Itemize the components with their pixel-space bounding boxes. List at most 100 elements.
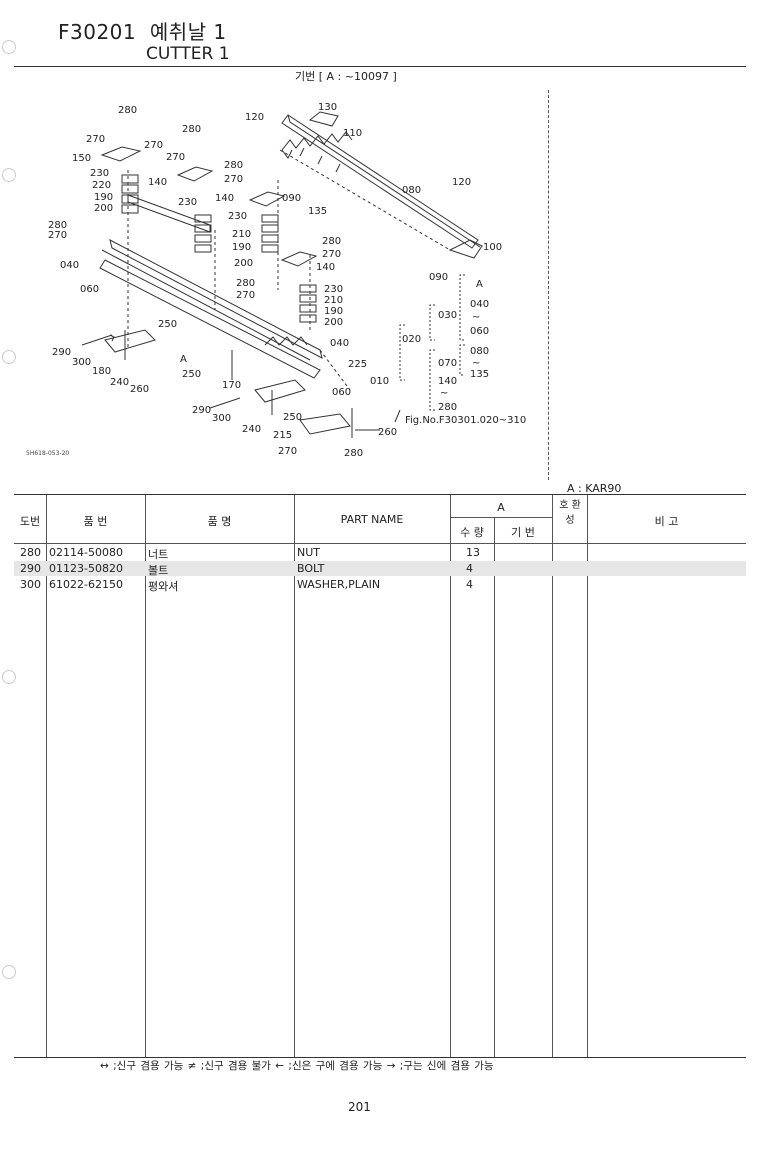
- callout: 190: [232, 242, 251, 253]
- callout: 260: [378, 427, 397, 438]
- cutter-bar-lower: [99, 259, 321, 379]
- callout: 140: [316, 262, 335, 273]
- callout: 040: [330, 338, 349, 349]
- callout: 090: [282, 193, 301, 204]
- col-divider: [450, 495, 451, 1057]
- callout: 270: [224, 174, 243, 185]
- compatibility-legend: ↔ ;신구 겸용 가능 ≠ ;신구 겸용 불가 ← ;신은 구에 겸용 가능 →…: [100, 1060, 494, 1072]
- callout: 090: [429, 272, 448, 283]
- model-legend: A : KAR90: [567, 482, 622, 495]
- tree-280: 280: [438, 402, 457, 413]
- row-no: 280: [20, 546, 41, 559]
- header-remarks: 비 고: [654, 515, 679, 528]
- callout: 200: [94, 203, 113, 214]
- header-divider: [14, 543, 746, 544]
- col-divider: [587, 495, 588, 1057]
- page-title: F30201 예취날 1: [58, 16, 227, 45]
- callout: 280: [322, 236, 341, 247]
- callout: A: [180, 354, 187, 365]
- callout: 270: [166, 152, 185, 163]
- title-divider: [14, 66, 746, 67]
- cutter-bar-top: [281, 114, 479, 249]
- callout: 140: [148, 177, 167, 188]
- callout: 215: [273, 430, 292, 441]
- callout: 270: [236, 290, 255, 301]
- guard: [308, 111, 339, 127]
- callout: 270: [144, 140, 163, 151]
- tree-135: 135: [470, 369, 489, 380]
- callout: 190: [324, 306, 343, 317]
- tree-tilde-2: ~: [472, 358, 480, 369]
- tree-010: 010: [370, 376, 389, 387]
- row-no: 300: [20, 578, 41, 591]
- callout: 135: [308, 206, 327, 217]
- callout: 120: [452, 177, 471, 188]
- callout: 230: [324, 284, 343, 295]
- header-a: A: [497, 501, 505, 514]
- callout: 100: [483, 242, 502, 253]
- tree-030: 030: [438, 310, 457, 321]
- row-part-number: 61022-62150: [49, 578, 123, 591]
- tree-a-label: A: [476, 279, 483, 290]
- header-doban: 도번: [19, 515, 41, 528]
- col-divider: [552, 495, 553, 1057]
- callout: 240: [242, 424, 261, 435]
- callout: 280: [224, 160, 243, 171]
- callout: 270: [322, 249, 341, 260]
- callout: 270: [86, 134, 105, 145]
- tree-tilde: ~: [472, 312, 480, 323]
- binder-hole: [2, 965, 16, 979]
- callout: 210: [324, 295, 343, 306]
- exploded-parts-diagram: 280 270 270 150 230 220 190 200 280 270 …: [48, 102, 502, 459]
- callout: 170: [222, 380, 241, 391]
- callout: 280: [236, 278, 255, 289]
- callout: 280: [344, 448, 363, 459]
- col-divider: [46, 495, 47, 1057]
- title-korean: 예취날 1: [149, 20, 227, 44]
- tree-070: 070: [438, 358, 457, 369]
- callout: 300: [212, 413, 231, 424]
- binder-hole: [2, 40, 16, 54]
- callout: 130: [318, 102, 337, 113]
- binder-hole: [2, 350, 16, 364]
- header-part-name: PART NAME: [340, 513, 404, 526]
- callout: 250: [182, 369, 201, 380]
- page-number: 201: [348, 1100, 371, 1114]
- binder-hole: [2, 670, 16, 684]
- callout: 140: [215, 193, 234, 204]
- row-part-number: 02114-50080: [49, 546, 123, 559]
- callout: 225: [348, 359, 367, 370]
- row-part-number: 01123-50820: [49, 562, 123, 575]
- row-qty: 13: [466, 546, 480, 559]
- header-serial: 기 번: [511, 526, 535, 539]
- callout: 150: [72, 153, 91, 164]
- callout: 180: [92, 366, 111, 377]
- callout: 230: [90, 168, 109, 179]
- row-name-en: WASHER,PLAIN: [297, 578, 381, 591]
- callout: 280: [48, 220, 67, 231]
- figure-reference: Fig.No.F30301.020~310: [405, 415, 527, 426]
- callout: 290: [52, 347, 71, 358]
- callout: 110: [343, 128, 362, 139]
- callout: 080: [402, 185, 421, 196]
- serial-range: 기번 [ A : ~10097 ]: [295, 70, 397, 83]
- callout: 190: [94, 192, 113, 203]
- title-english: CUTTER 1: [146, 44, 230, 64]
- parts-table: 도번 품 번 품 명 PART NAME A 수 량 기 번 호 환 성 비 고…: [14, 494, 746, 1058]
- row-highlight: [14, 561, 746, 576]
- knife-sections: [281, 131, 353, 151]
- header-part-number: 품 번: [83, 515, 108, 528]
- callout: 060: [80, 284, 99, 295]
- col-divider: [294, 495, 295, 1057]
- row-qty: 4: [466, 578, 473, 591]
- header-compat: 호 환 성: [559, 500, 581, 526]
- catalog-code: F30201: [58, 20, 137, 44]
- callout: 290: [192, 405, 211, 416]
- callout: 220: [92, 180, 111, 191]
- binder-hole: [2, 168, 16, 182]
- callout: 200: [324, 317, 343, 328]
- callout: 120: [245, 112, 264, 123]
- callout: 060: [332, 387, 351, 398]
- tree-140: 140: [438, 376, 457, 387]
- tree-060: 060: [470, 326, 489, 337]
